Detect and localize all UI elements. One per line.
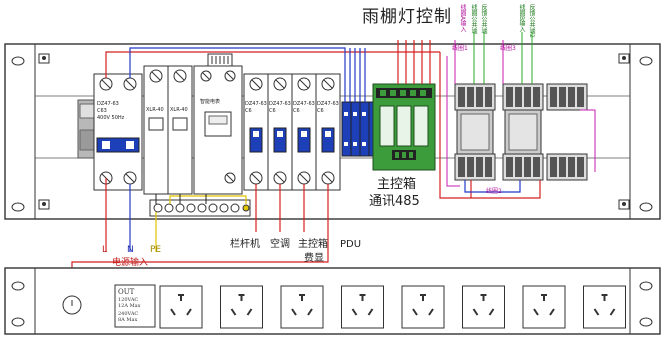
outlet-socket [341,285,384,329]
wires-yellow [155,195,247,252]
main-breaker [93,73,143,191]
breaker-1-model: DZ47-63 [245,101,267,107]
wires-magenta [446,40,596,187]
label-l: L [102,245,108,255]
breaker-3 [291,73,317,191]
loop-detector-1 [454,83,496,181]
wire-label-c: 反馈公共端 [480,4,487,34]
label-power-input: 电源输入 [112,258,149,268]
wire-label-a: 线圈A输入 [459,4,466,33]
breaker-1-rating: C6 [245,108,252,114]
breaker-2-rating: C6 [269,108,276,114]
wire-label-d: 线圈B输入 [518,4,525,33]
outlet-socket [522,285,566,329]
label-pe: PE [150,245,162,255]
label-n: N [127,245,134,255]
power-supply-2 [167,65,193,195]
pdu-spec-2: 240VAC 8A Max [118,311,139,323]
outlet-socket [583,285,626,329]
outlet-socket [401,285,445,329]
main-breaker-rating: C63 [97,108,107,114]
rack-hole-icon [639,317,653,327]
smart-meter [193,53,243,195]
diagram-title: 雨棚灯控制 [362,7,452,27]
surge-protector [77,99,97,159]
power-supply-1 [143,65,169,195]
outlet-socket [159,285,203,329]
psu-1-model: XLR-40 [146,107,164,113]
wires-blue [129,47,521,252]
wire-label-e: 反馈公共端2 [528,4,535,38]
pdu-out-label: OUT [118,288,135,296]
rack-hole-icon [11,281,25,291]
breaker-3-rating: C6 [293,108,300,114]
breaker-4-model: DZ47-63 [317,101,339,107]
breaker-3-model: DZ47-63 [293,101,315,107]
breaker-4-rating: C6 [317,108,324,114]
wires-green [473,32,533,84]
outlet-socket [280,285,324,329]
rack-hole-icon [639,202,653,212]
outlet-socket [462,285,505,329]
wires-black [155,194,207,204]
rack-hole-icon [11,202,25,212]
label-main-box: 主控箱 [298,239,328,250]
wire-label-b: 线圈公共端 [470,4,477,34]
main-box-sublabel: 通讯485 [369,194,420,209]
loop-detector-3 [546,83,588,181]
outlet-row [159,285,626,329]
terminal-block-blue [341,101,376,157]
relay-module [372,83,436,171]
rack-hole-icon [11,317,25,327]
loop-detector-2 [502,83,544,181]
rack-hole-icon [11,56,25,66]
breaker-1 [243,73,269,191]
label-gate: 栏杆机 [230,239,260,250]
wires-red [71,40,541,300]
terminal-strip [149,199,251,217]
label-ac: 空调 [270,239,290,250]
rack-hole-icon [639,281,653,291]
label-loop-2: 线圈2 [486,188,502,195]
rack-hole-icon [639,56,653,66]
label-fee-display: 费显 [304,253,324,264]
meter-label: 智能电表 [200,99,221,105]
main-breaker-model: DZ47-63 [97,101,119,107]
label-loop-1: 线圈1 [452,45,468,52]
main-breaker-extra: 400V 50Hz [97,115,125,121]
breaker-2 [267,73,293,191]
main-box-label: 主控箱 [377,177,417,192]
label-loop-3: 线圈3 [500,45,516,52]
pdu-spec-1: 120VAC 12A Max [118,297,141,309]
psu-2-model: XLR-40 [170,107,188,113]
breaker-2-model: DZ47-63 [269,101,291,107]
outlet-socket [220,285,263,329]
breaker-4 [315,73,341,191]
label-pdu: PDU [340,239,362,250]
